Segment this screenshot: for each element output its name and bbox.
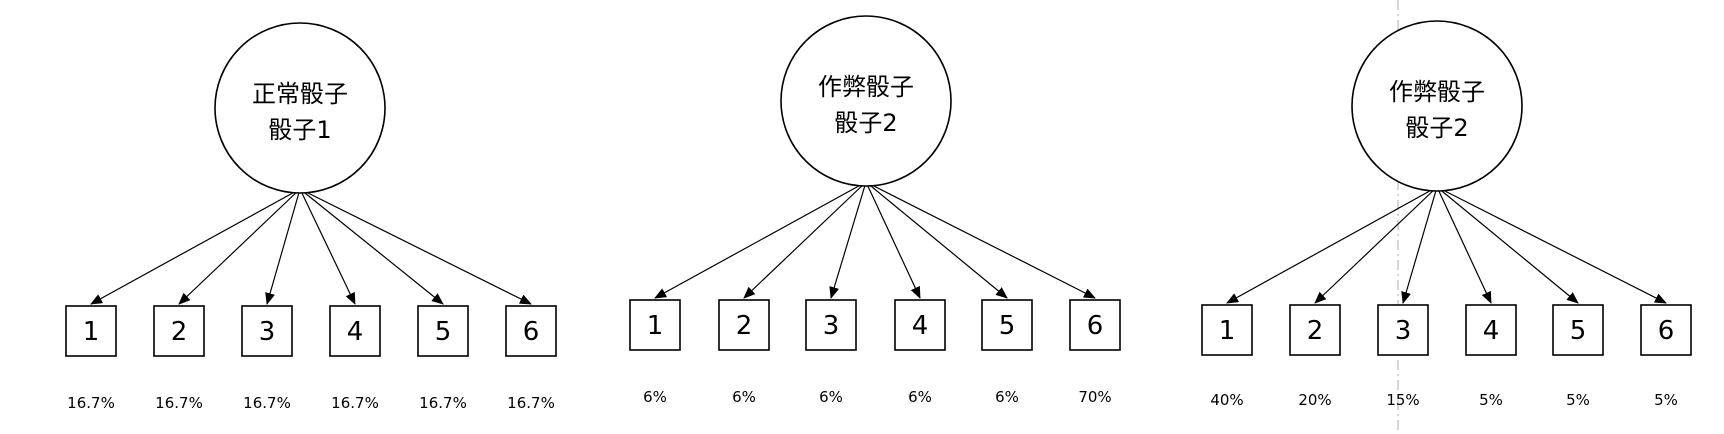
root-label-line2: 骰子2 (834, 109, 897, 137)
outcome-probability-label: 5% (1566, 391, 1590, 409)
outcome-probability-label: 16.7% (331, 394, 379, 412)
outcome-probability-label: 70% (1078, 388, 1111, 406)
root-node-circle (1351, 20, 1523, 192)
outcome-face-label: 4 (347, 317, 364, 347)
arrow-to-face-6 (1436, 186, 1667, 304)
outcome-face-label: 6 (1658, 316, 1675, 346)
arrow-to-face-5 (865, 181, 1008, 299)
outcome-box-6 (1640, 304, 1692, 356)
outcome-box-3 (805, 299, 857, 351)
arrow-to-face-4 (299, 188, 356, 305)
outcome-face-label: 6 (523, 317, 540, 347)
outcome-face-label: 5 (999, 311, 1016, 341)
outcome-probability-label: 16.7% (155, 394, 203, 412)
outcome-box-3 (1377, 304, 1429, 356)
outcome-box-6 (505, 305, 557, 357)
outcome-box-1 (629, 299, 681, 351)
arrow-to-face-2 (178, 188, 301, 305)
arrow-to-face-3 (829, 181, 867, 299)
outcome-probability-label: 5% (1479, 391, 1503, 409)
outcome-face-label: 2 (171, 317, 188, 347)
outcome-probability-label: 5% (1654, 391, 1678, 409)
outcome-face-label: 5 (1570, 316, 1587, 346)
root-label-line1: 作弊骰子 (1389, 78, 1485, 106)
outcome-face-label: 1 (647, 311, 664, 341)
outcome-probability-label: 6% (908, 388, 932, 406)
outcome-face-label: 3 (259, 317, 276, 347)
arrow-to-face-4 (1436, 186, 1492, 304)
outcome-probability-label: 16.7% (243, 394, 291, 412)
outcome-box-5 (417, 305, 469, 357)
outcome-face-label: 2 (1307, 316, 1324, 346)
arrow-to-face-1 (654, 181, 867, 299)
arrow-to-face-6 (299, 188, 532, 305)
outcome-probability-label: 15% (1386, 391, 1419, 409)
outcome-face-label: 1 (83, 317, 100, 347)
outcome-face-label: 6 (1087, 311, 1104, 341)
root-label-line2: 骰子2 (1405, 114, 1468, 142)
outcome-box-1 (65, 305, 117, 357)
outcome-box-4 (329, 305, 381, 357)
outcome-box-4 (1465, 304, 1517, 356)
outcome-box-5 (981, 299, 1033, 351)
outcome-face-label: 5 (435, 317, 452, 347)
arrow-to-face-4 (865, 181, 921, 299)
outcome-box-2 (718, 299, 770, 351)
outcome-face-label: 3 (1395, 316, 1412, 346)
outcome-probability-label: 16.7% (419, 394, 467, 412)
arrow-to-face-2 (743, 181, 867, 299)
arrow-to-face-5 (299, 188, 444, 305)
outcome-probability-label: 16.7% (507, 394, 555, 412)
outcome-face-label: 3 (823, 311, 840, 341)
outcome-box-2 (153, 305, 205, 357)
outcome-box-4 (894, 299, 946, 351)
outcome-probability-label: 6% (819, 388, 843, 406)
outcome-box-2 (1289, 304, 1341, 356)
outcome-probability-label: 6% (995, 388, 1019, 406)
outcome-probability-label: 40% (1210, 391, 1243, 409)
arrow-to-face-6 (865, 181, 1096, 299)
outcome-box-1 (1201, 304, 1253, 356)
root-node-circle (780, 15, 952, 187)
arrow-to-face-2 (1314, 186, 1438, 304)
root-label-line1: 正常骰子 (252, 80, 348, 108)
outcome-probability-label: 16.7% (67, 394, 115, 412)
outcome-probability-label: 6% (732, 388, 756, 406)
outcome-face-label: 1 (1219, 316, 1236, 346)
outcome-box-5 (1552, 304, 1604, 356)
outcome-face-label: 2 (736, 311, 753, 341)
outcome-face-label: 4 (912, 311, 929, 341)
arrow-to-face-3 (1401, 186, 1438, 304)
outcome-face-label: 4 (1483, 316, 1500, 346)
outcome-box-3 (241, 305, 293, 357)
arrow-to-face-1 (1226, 186, 1438, 304)
arrow-to-face-3 (265, 188, 301, 305)
arrow-to-face-1 (90, 188, 301, 305)
root-node-circle (214, 22, 386, 194)
root-label-line1: 作弊骰子 (818, 73, 914, 101)
arrow-to-face-5 (1436, 186, 1579, 304)
outcome-box-6 (1069, 299, 1121, 351)
outcome-probability-label: 20% (1298, 391, 1331, 409)
root-label-line2: 骰子1 (268, 116, 331, 144)
outcome-probability-label: 6% (643, 388, 667, 406)
